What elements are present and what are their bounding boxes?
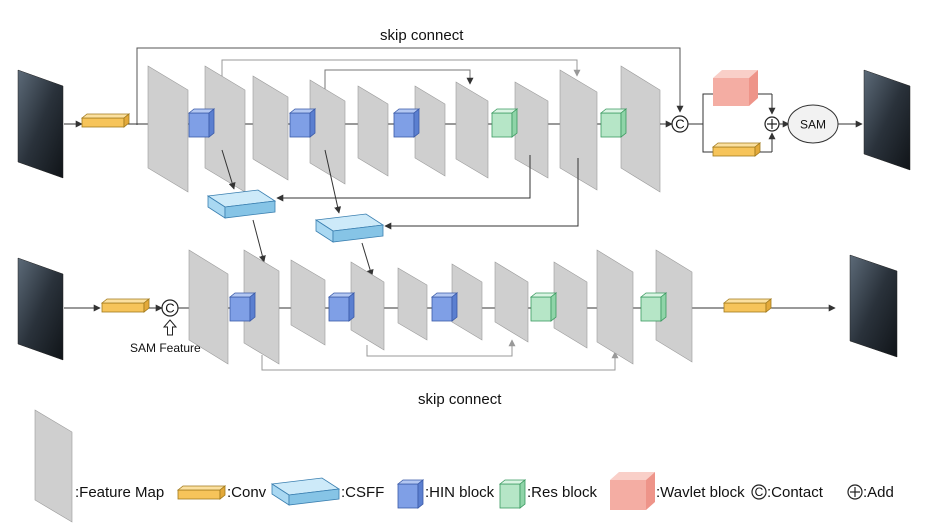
- sam-feature-arrow: [162, 319, 178, 336]
- feature-map: [553, 261, 588, 349]
- output-image-icon: [863, 69, 911, 171]
- concat-symbol: C: [165, 301, 174, 316]
- feature-map: [514, 81, 549, 179]
- feature-map: [350, 261, 385, 351]
- hin-block: [392, 108, 421, 138]
- res-block: [490, 108, 519, 138]
- sam-feature-label: SAM Feature: [130, 341, 201, 355]
- legend-res-label: :Res block: [527, 484, 598, 501]
- wavlet-block-top: [713, 70, 758, 106]
- input-image-icon: [17, 69, 64, 179]
- hin-block: [187, 108, 216, 138]
- feature-map: [357, 85, 389, 177]
- feature-map: [494, 261, 529, 343]
- feature-map-icon: [34, 409, 73, 523]
- feature-map: [397, 267, 428, 341]
- feature-map: [596, 249, 634, 365]
- res-block-icon: [498, 479, 527, 509]
- legend-conv-label: :Conv: [227, 484, 267, 501]
- res-block: [529, 292, 558, 322]
- res-block: [639, 292, 668, 322]
- legend-add-label: :Add: [863, 484, 894, 501]
- conv-block-top-input: [80, 113, 131, 128]
- concat-symbol: C: [675, 117, 684, 132]
- legend-wavlet-label: :Wavlet block: [656, 484, 745, 501]
- legend-csff-label: :CSFF: [341, 484, 384, 501]
- conv-block-bottom-input: [100, 298, 151, 313]
- feature-map: [252, 75, 289, 181]
- concat-icon: [751, 484, 767, 500]
- feature-map: [290, 259, 326, 346]
- top-output-branches: SAM: [688, 70, 863, 157]
- legend-hin-label: :HIN block: [425, 484, 495, 501]
- conv-block-icon: [176, 485, 227, 500]
- bottom-blocks: [228, 292, 668, 322]
- legend-concat-symbol: C: [755, 485, 764, 499]
- concat-top: C: [660, 115, 689, 133]
- legend-feature-map-label: :Feature Map: [75, 484, 164, 501]
- csff-block-1: [206, 189, 277, 219]
- top-blocks: [187, 108, 628, 138]
- hin-block: [288, 108, 317, 138]
- output-image-icon: [849, 254, 898, 358]
- legend: :Feature Map :Conv :CSFF :HIN block: [34, 409, 894, 523]
- hin-block: [228, 292, 257, 322]
- bottom-feature-maps: [188, 249, 693, 365]
- wavlet-block-icon: [610, 472, 655, 510]
- sam-label: SAM: [800, 118, 826, 132]
- feature-map: [147, 65, 189, 193]
- csff-block-icon: [270, 477, 341, 506]
- bottom-skip-lines: [261, 339, 619, 371]
- csff-connections: [221, 149, 579, 277]
- csff-block-2: [314, 213, 385, 243]
- conv-block-bottom-output: [722, 298, 773, 313]
- arrow-icon: [162, 319, 178, 336]
- conv-block-top-branch: [711, 142, 762, 157]
- input-image-top: [17, 69, 83, 179]
- feature-map: [455, 81, 489, 179]
- legend-contact-label: :Contact: [767, 484, 824, 501]
- feature-map: [188, 249, 229, 365]
- hin-block-icon: [396, 479, 425, 509]
- feature-map: [414, 85, 446, 177]
- hin-block: [327, 292, 356, 322]
- feature-map: [620, 65, 661, 193]
- skip-connect-bottom-label: skip connect: [418, 391, 502, 408]
- res-block: [599, 108, 628, 138]
- input-image-icon: [17, 257, 64, 361]
- top-skip-lines: [136, 47, 684, 125]
- concat-bottom: C: [161, 299, 179, 317]
- skip-connect-top-label: skip connect: [380, 27, 464, 44]
- hin-block: [430, 292, 459, 322]
- feature-map: [559, 69, 598, 191]
